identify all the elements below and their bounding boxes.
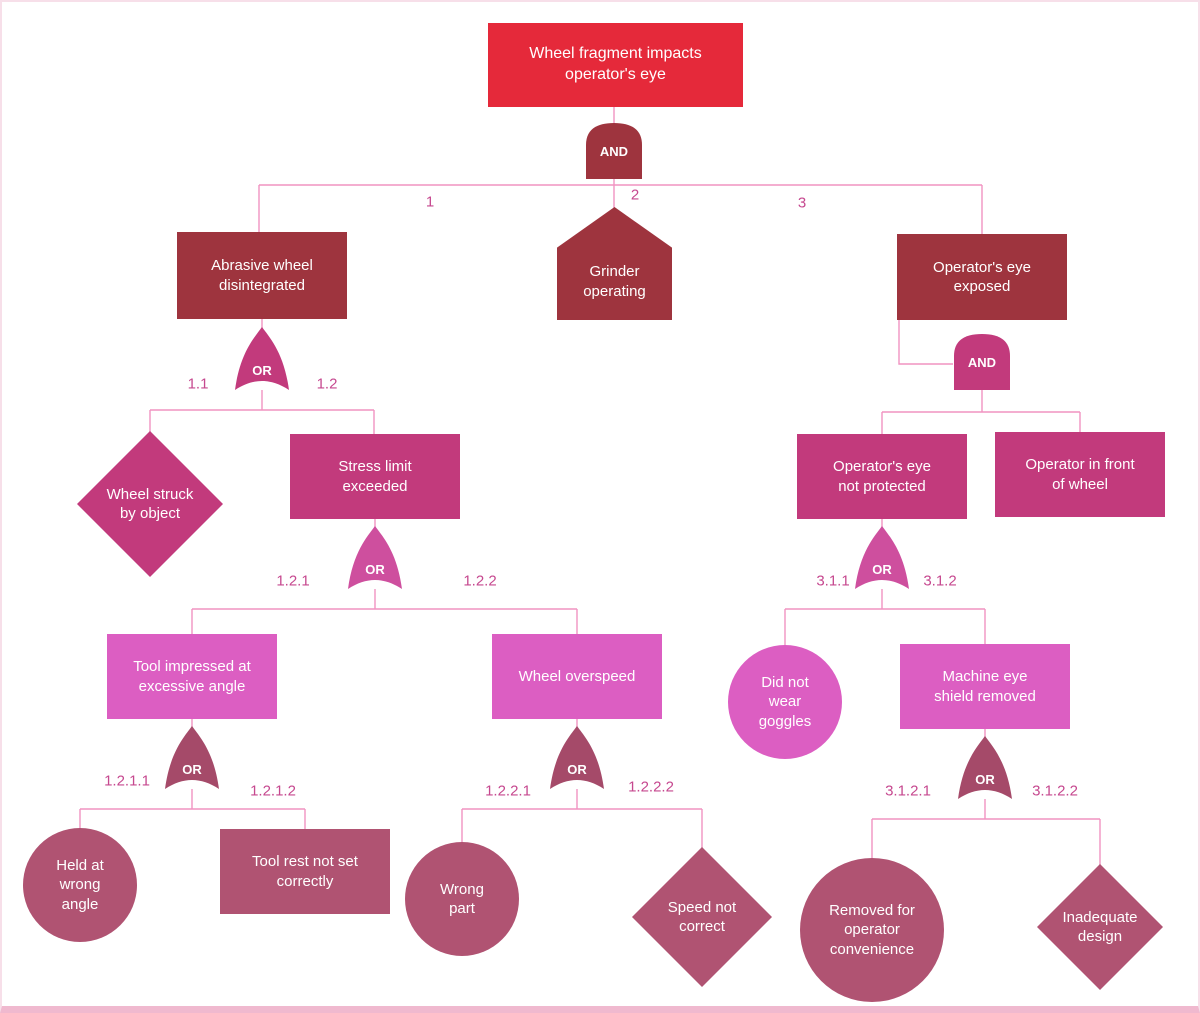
- node-wrong-part: Wrong part: [405, 842, 519, 956]
- edge-label-1-2-1-2: 1.2.1.2: [250, 782, 296, 800]
- or-gate-shape: [550, 726, 604, 789]
- node-abrasive-wheel-disintegrated: Abrasive wheel disintegrated: [177, 232, 347, 319]
- node-tool-rest-not-set-correctly: Tool rest not set correctly: [220, 829, 390, 914]
- or-gate-shape: [855, 526, 909, 589]
- node-held-at-wrong-angle: Held at wrong angle: [23, 828, 137, 942]
- and-gate-shape: [954, 334, 1010, 390]
- or-gate-3-1-2: OR: [957, 735, 1013, 801]
- node-wheel-overspeed: Wheel overspeed: [492, 634, 662, 719]
- edge-label-1-2-2: 1.2.2: [463, 572, 497, 590]
- edge-label-3-1-2-1: 3.1.2.1: [885, 782, 931, 800]
- gate-label: AND: [599, 144, 629, 159]
- or-gate-shape: [958, 736, 1012, 799]
- edge-label-3: 3: [797, 194, 807, 212]
- edge-label-3-1-2: 3.1.2: [923, 572, 957, 590]
- or-gate-shape: [165, 726, 219, 789]
- and-gate-3: AND: [953, 333, 1011, 390]
- gate-label: OR: [182, 762, 202, 777]
- gate-label: OR: [252, 363, 272, 378]
- node-operators-eye-exposed: Operator's eye exposed: [897, 234, 1067, 320]
- or-gate-shape: [348, 526, 402, 589]
- node-tool-impressed-excessive-angle: Tool impressed at excessive angle: [107, 634, 277, 719]
- or-gate-1: OR: [234, 326, 290, 392]
- gate-label: OR: [872, 562, 892, 577]
- edge-label-1: 1: [425, 193, 435, 211]
- node-stress-limit-exceeded: Stress limit exceeded: [290, 434, 460, 519]
- node-top-event: Wheel fragment impacts operator's eye: [488, 23, 743, 107]
- node-machine-eye-shield-removed: Machine eye shield removed: [900, 644, 1070, 729]
- edge-label-2: 2: [630, 186, 640, 204]
- edge-label-1-2: 1.2: [316, 375, 338, 393]
- node-operator-in-front-of-wheel: Operator in front of wheel: [995, 432, 1165, 517]
- gate-label: OR: [567, 762, 587, 777]
- edge-label-3-1-1: 3.1.1: [816, 572, 850, 590]
- and-gate-shape: [586, 123, 642, 179]
- or-gate-1-2-1: OR: [164, 725, 220, 791]
- node-removed-for-operator-convenience: Removed for operator convenience: [800, 858, 944, 1002]
- or-gate-1-2-2: OR: [549, 725, 605, 791]
- and-gate-top: AND: [585, 122, 643, 179]
- gate-label: OR: [975, 772, 995, 787]
- edge-label-3-1-2-2: 3.1.2.2: [1032, 782, 1078, 800]
- edge-label-1-2-1-1: 1.2.1.1: [104, 772, 150, 790]
- or-gate-shape: [235, 327, 289, 390]
- edge-label-1-2-2-1: 1.2.2.1: [485, 782, 531, 800]
- edge-label-1-2-1: 1.2.1: [276, 572, 310, 590]
- node-did-not-wear-goggles: Did not wear goggles: [728, 645, 842, 759]
- edge-label-1-2-2-2: 1.2.2.2: [628, 778, 674, 796]
- or-gate-3-1: OR: [854, 525, 910, 591]
- edge-label-1-1: 1.1: [187, 375, 209, 393]
- or-gate-1-2: OR: [347, 525, 403, 591]
- gate-label: AND: [967, 355, 997, 370]
- node-operators-eye-not-protected: Operator's eye not protected: [797, 434, 967, 519]
- gate-label: OR: [365, 562, 385, 577]
